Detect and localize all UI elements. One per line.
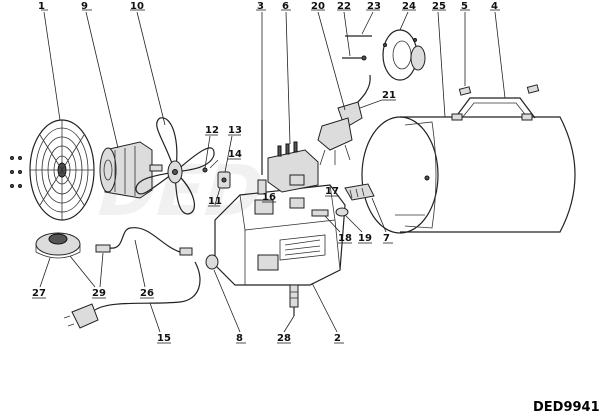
label-16: 16 — [262, 192, 276, 203]
label-28: 28 — [277, 333, 291, 344]
label-13: 13 — [228, 125, 242, 136]
burner-housing — [214, 184, 346, 286]
fan-blade — [135, 117, 215, 215]
diagram-code: DED9941 — [533, 400, 600, 415]
label-18: 18 — [338, 233, 352, 244]
label-24: 24 — [402, 1, 416, 12]
sensor-cable — [95, 227, 193, 256]
gas-valve-assembly — [317, 74, 371, 166]
label-6: 6 — [282, 1, 289, 12]
cable-grommet — [205, 254, 219, 270]
terminal-block — [344, 183, 375, 201]
gas-nozzle — [342, 35, 372, 61]
label-10: 10 — [130, 1, 144, 12]
carry-handle — [451, 84, 540, 121]
connector-19 — [335, 207, 349, 217]
heater-tube-body — [361, 116, 576, 234]
callouts: 1 9 10 3 6 20 22 23 24 25 5 4 12 — [32, 1, 506, 344]
label-25: 25 — [432, 1, 446, 12]
label-19: 19 — [358, 233, 372, 244]
ignition-electrode — [289, 284, 299, 316]
fan-guard-grill — [29, 119, 95, 221]
label-8: 8 — [236, 333, 243, 344]
gas-inlet-flange — [382, 29, 426, 81]
label-20: 20 — [311, 1, 325, 12]
label-7: 7 — [383, 233, 390, 244]
control-board — [267, 141, 319, 193]
label-11: 11 — [208, 196, 222, 207]
connector-18 — [311, 209, 329, 217]
thermostat-control — [35, 232, 81, 259]
label-5: 5 — [461, 1, 468, 12]
label-1: 1 — [38, 1, 45, 12]
label-2: 2 — [334, 333, 341, 344]
label-15: 15 — [157, 333, 171, 344]
power-cord — [63, 261, 201, 329]
label-3: 3 — [257, 1, 264, 12]
label-9: 9 — [81, 1, 88, 12]
label-17: 17 — [325, 186, 339, 197]
grill-screws — [10, 156, 22, 188]
label-27: 27 — [32, 288, 46, 299]
fan-motor — [99, 141, 163, 199]
label-29: 29 — [92, 288, 106, 299]
label-12: 12 — [205, 125, 219, 136]
label-14: 14 — [228, 149, 242, 160]
fuse — [257, 179, 267, 195]
label-23: 23 — [367, 1, 381, 12]
label-21: 21 — [382, 90, 396, 101]
label-22: 22 — [337, 1, 351, 12]
label-4: 4 — [491, 1, 498, 12]
label-26: 26 — [140, 288, 154, 299]
